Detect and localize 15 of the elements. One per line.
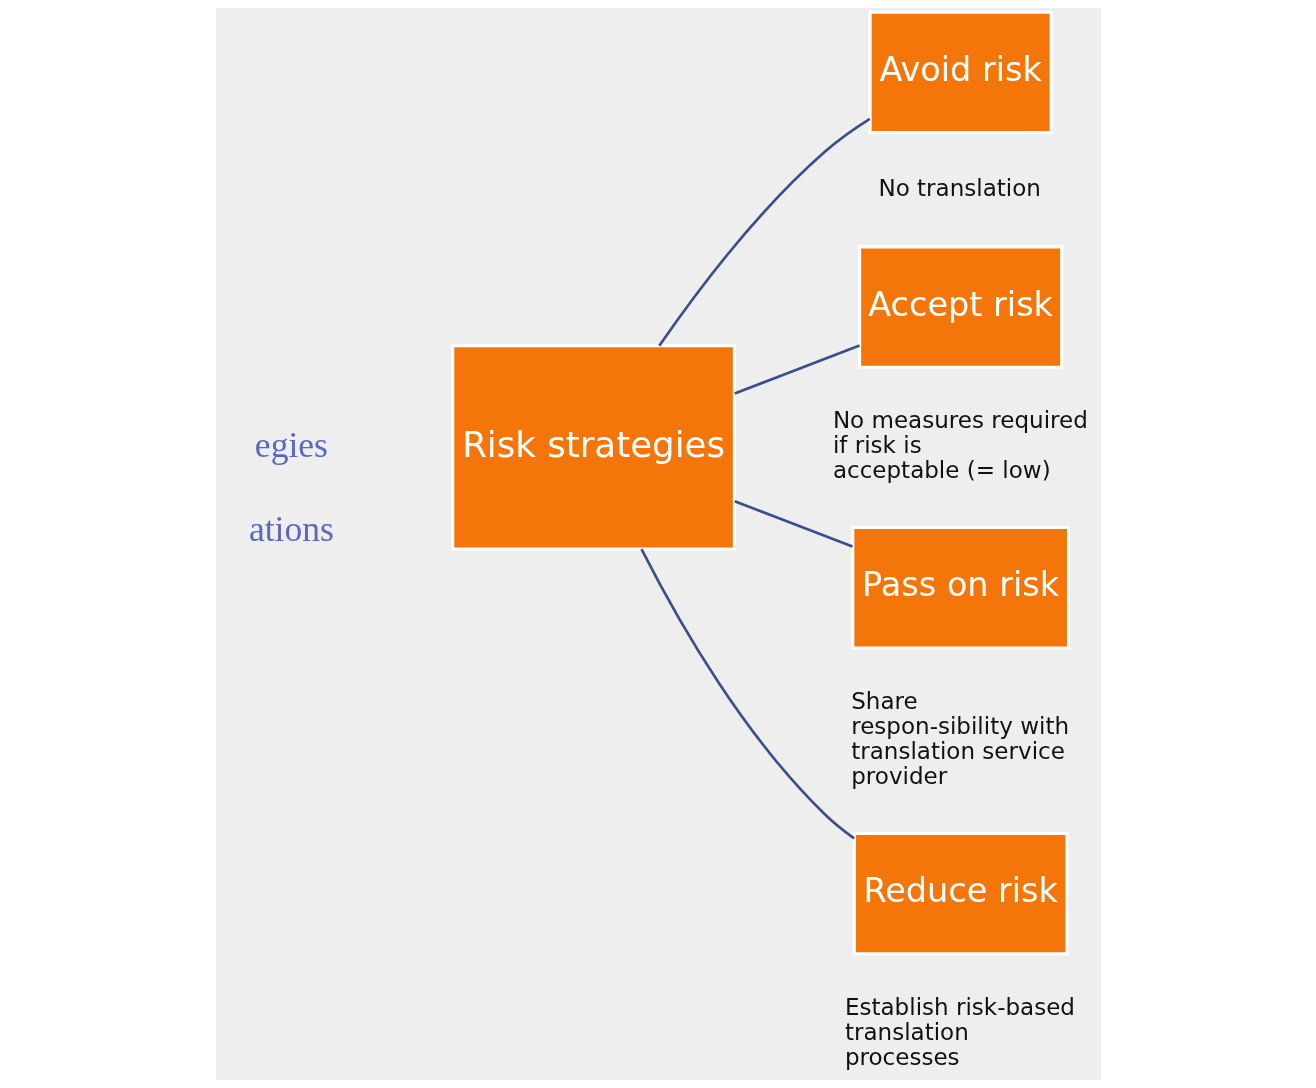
label: egies [254, 424, 328, 465]
node-box: Reduce risk [852, 831, 1069, 956]
node-box: Avoid risk [868, 10, 1053, 135]
node-label: No translation [877, 174, 1041, 201]
node-label: Establish risk-based translation processes [844, 993, 1075, 1070]
label: ations [248, 509, 334, 550]
connector [733, 344, 860, 395]
node-box: Risk strategies [450, 344, 736, 551]
node-label: No measures required if risk is acceptable (= low) [832, 407, 1088, 484]
node-label: Share respon-sibility with translation service provider [850, 687, 1069, 790]
connector [639, 548, 855, 840]
node-box: Accept risk [857, 245, 1063, 369]
connector [733, 500, 853, 548]
node-box: Pass on risk [850, 525, 1070, 650]
connector [657, 117, 871, 347]
